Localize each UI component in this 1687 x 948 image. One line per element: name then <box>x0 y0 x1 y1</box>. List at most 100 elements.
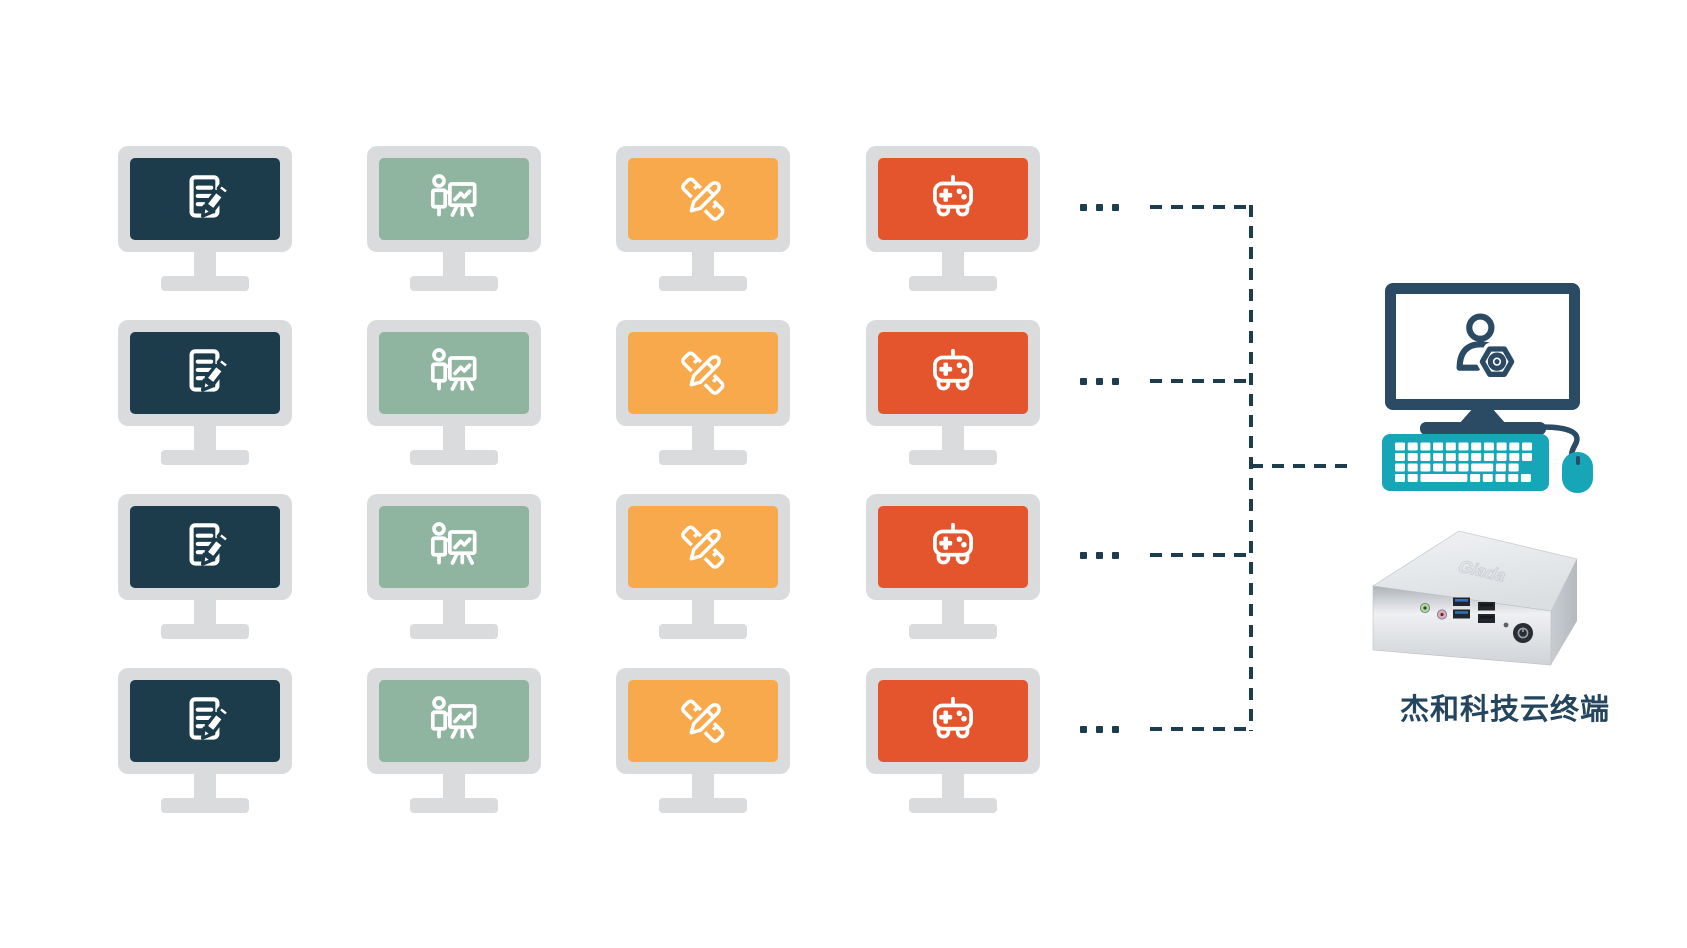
ruler-pencil-icon <box>672 342 734 404</box>
monitor-stand-neck <box>194 599 216 627</box>
document-editing-workstation-row4 <box>118 668 292 813</box>
monitor-stand-base <box>410 450 498 465</box>
monitor-screen <box>130 158 280 240</box>
monitor-screen <box>130 506 280 588</box>
monitor-stand-neck <box>443 599 465 627</box>
monitor-stand-base <box>410 276 498 291</box>
ruler-pencil-icon <box>672 168 734 230</box>
monitor-stand-base <box>909 276 997 291</box>
monitor-stand-neck <box>194 425 216 453</box>
gaming-workstation-row1 <box>866 146 1040 291</box>
user-gear-icon <box>1443 307 1523 387</box>
monitor-stand-neck <box>692 251 714 279</box>
monitor-stand-base <box>659 798 747 813</box>
monitor-screen <box>379 158 529 240</box>
document-editing-workstation-row2 <box>118 320 292 465</box>
monitor-stand-neck <box>443 425 465 453</box>
device-front-ports <box>1419 597 1533 643</box>
ruler-pencil-icon <box>672 516 734 578</box>
monitor-screen <box>878 332 1028 414</box>
admin-monitor <box>1385 283 1580 410</box>
presentation-chart-icon <box>423 516 485 578</box>
game-controller-icon <box>922 168 984 230</box>
gaming-workstation-row4 <box>866 668 1040 813</box>
presentation-workstation-row4 <box>367 668 541 813</box>
terminal-label: 杰和科技云终端 <box>1399 694 1610 726</box>
document-edit-icon <box>174 690 236 752</box>
monitor-stand-base <box>161 276 249 291</box>
monitor-stand-neck <box>194 251 216 279</box>
design-workstation-row2 <box>616 320 790 465</box>
monitor-stand-neck <box>443 251 465 279</box>
monitor-screen <box>130 680 280 762</box>
reset-hole <box>1503 622 1509 628</box>
monitor-stand-base <box>659 624 747 639</box>
game-controller-icon <box>922 516 984 578</box>
row-connector-1 <box>1150 205 1249 209</box>
monitor-screen <box>628 506 778 588</box>
admin-mouse <box>1562 452 1593 493</box>
design-workstation-row3 <box>616 494 790 639</box>
monitor-stand-neck <box>194 773 216 801</box>
monitor-stand-base <box>909 624 997 639</box>
usb-ports <box>1453 597 1495 623</box>
connector-spine <box>1249 205 1253 731</box>
terminal-connector <box>1251 464 1353 468</box>
monitor-stand-neck <box>942 251 964 279</box>
row-connector-3 <box>1150 553 1249 557</box>
admin-monitor-stand-neck <box>1459 409 1506 424</box>
presentation-chart-icon <box>423 168 485 230</box>
monitor-stand-neck <box>692 773 714 801</box>
ellipsis-dots-icon-row2 <box>1080 378 1119 385</box>
document-edit-icon <box>174 342 236 404</box>
ruler-pencil-icon <box>672 690 734 752</box>
presentation-workstation-row1 <box>367 146 541 291</box>
monitor-stand-neck <box>942 599 964 627</box>
document-editing-workstation-row1 <box>118 146 292 291</box>
monitor-stand-base <box>410 798 498 813</box>
monitor-screen <box>379 506 529 588</box>
monitor-stand-base <box>909 798 997 813</box>
monitor-screen <box>878 506 1028 588</box>
monitor-stand-neck <box>692 599 714 627</box>
game-controller-icon <box>922 690 984 752</box>
presentation-workstation-row3 <box>367 494 541 639</box>
monitor-stand-neck <box>692 425 714 453</box>
ellipsis-dots-icon-row3 <box>1080 552 1119 559</box>
monitor-stand-base <box>909 450 997 465</box>
admin-monitor-stand-base <box>1420 422 1546 435</box>
monitor-screen <box>878 680 1028 762</box>
game-controller-icon <box>922 342 984 404</box>
monitor-stand-base <box>659 450 747 465</box>
monitor-screen <box>878 158 1028 240</box>
document-edit-icon <box>174 516 236 578</box>
monitor-stand-neck <box>942 425 964 453</box>
device-side-face <box>1551 559 1577 665</box>
design-workstation-row1 <box>616 146 790 291</box>
gaming-workstation-row2 <box>866 320 1040 465</box>
monitor-screen <box>628 680 778 762</box>
monitor-screen <box>130 332 280 414</box>
monitor-screen <box>628 332 778 414</box>
monitor-screen <box>628 158 778 240</box>
admin-keyboard <box>1382 434 1549 491</box>
monitor-stand-base <box>161 798 249 813</box>
gaming-workstation-row3 <box>866 494 1040 639</box>
monitor-screen <box>379 680 529 762</box>
presentation-workstation-row2 <box>367 320 541 465</box>
document-edit-icon <box>174 168 236 230</box>
monitor-screen <box>379 332 529 414</box>
ellipsis-dots-icon-row1 <box>1080 204 1119 211</box>
power-button <box>1513 623 1533 643</box>
ellipsis-dots-icon-row4 <box>1080 726 1119 733</box>
row-connector-2 <box>1150 379 1249 383</box>
monitor-stand-base <box>161 450 249 465</box>
monitor-stand-base <box>161 624 249 639</box>
monitor-stand-base <box>410 624 498 639</box>
design-workstation-row4 <box>616 668 790 813</box>
presentation-chart-icon <box>423 690 485 752</box>
monitor-stand-neck <box>942 773 964 801</box>
monitor-stand-neck <box>443 773 465 801</box>
row-connector-4 <box>1150 727 1249 731</box>
